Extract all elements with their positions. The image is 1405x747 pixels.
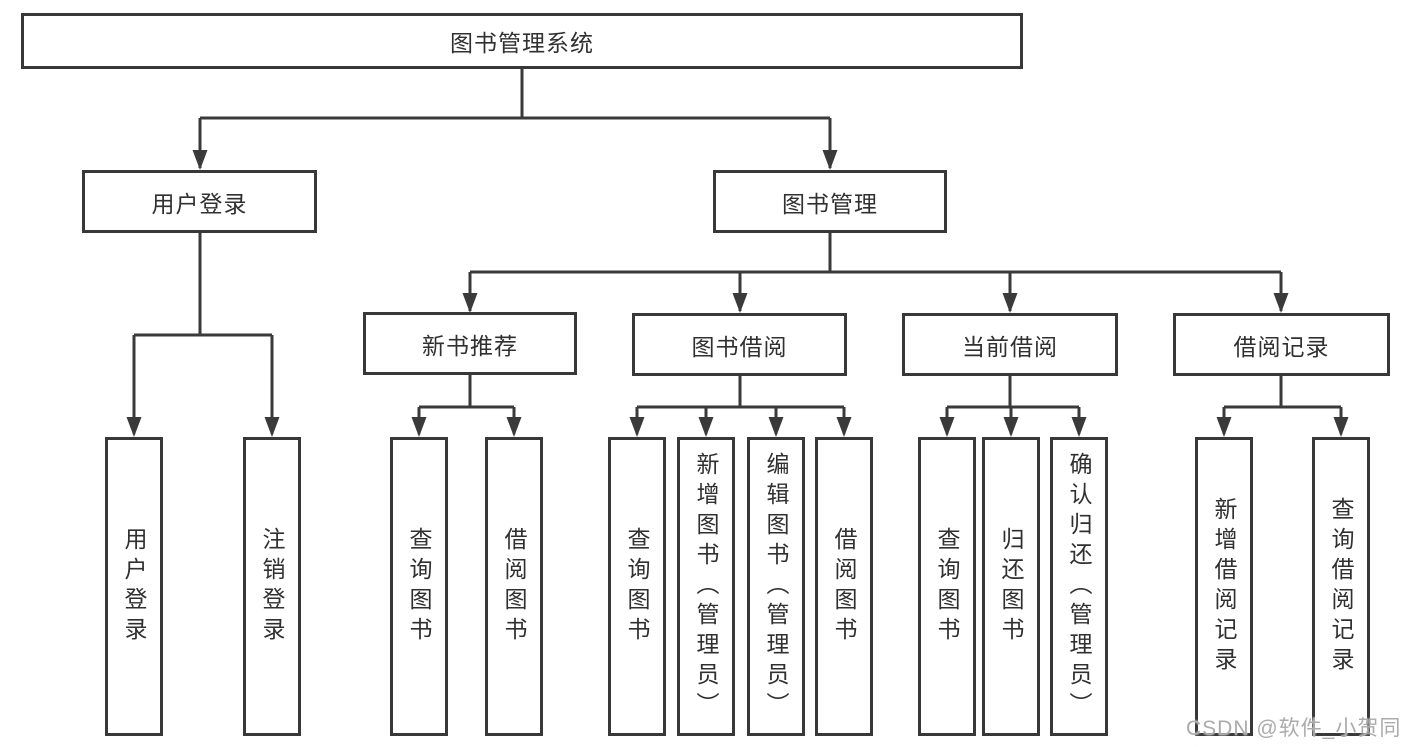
connector-mgmt-to-level3 (468, 233, 1283, 311)
arrow-icon (1003, 417, 1019, 437)
arrow-icon (126, 417, 142, 437)
node-root-system: 图书管理系统 (21, 13, 1023, 69)
node-leaf-cb-return-books: 归还图书 (982, 437, 1040, 736)
node-book-management: 图书管理 (713, 170, 947, 233)
arrow-icon (1216, 417, 1232, 437)
arrow-icon (1333, 417, 1349, 437)
connector-newbooks-to-leaves (417, 375, 516, 434)
node-leaf-nb-borrow-books: 借阅图书 (485, 437, 543, 736)
node-leaf-logout: 注销登录 (243, 437, 301, 736)
node-leaf-bb-borrow-books: 借阅图书 (815, 437, 873, 736)
node-user-login-group: 用户登录 (82, 170, 317, 233)
node-leaf-br-query-record: 查询借阅记录 (1312, 437, 1370, 736)
connector-records-to-leaves (1222, 376, 1343, 434)
arrow-icon (192, 150, 208, 170)
node-leaf-bb-add-books-admin: 新增图书（管理员） (677, 437, 735, 736)
watermark: CSDN @软件_小贺同学 (1186, 717, 1402, 740)
arrow-icon (768, 417, 784, 437)
node-current-borrow: 当前借阅 (902, 313, 1118, 376)
node-book-borrow: 图书借阅 (632, 313, 847, 376)
connector-root-to-level2 (198, 69, 832, 168)
arrow-icon (1071, 417, 1087, 437)
arrow-icon (698, 417, 714, 437)
node-leaf-bb-query-books: 查询图书 (608, 437, 666, 736)
arrow-icon (629, 417, 645, 437)
node-new-book-recommend: 新书推荐 (363, 312, 577, 375)
arrow-icon (264, 417, 280, 437)
arrow-icon (732, 293, 748, 313)
arrow-icon (1002, 293, 1018, 313)
node-leaf-br-add-record: 新增借阅记录 (1195, 437, 1253, 736)
node-leaf-nb-query-books: 查询图书 (390, 437, 448, 736)
node-leaf-cb-query-books: 查询图书 (918, 437, 976, 736)
arrow-icon (939, 417, 955, 437)
arrow-icon (1273, 293, 1289, 313)
connector-borrow-to-leaves (635, 376, 846, 434)
arrow-icon (822, 150, 838, 170)
arrow-icon (462, 293, 478, 313)
node-borrow-records: 借阅记录 (1173, 313, 1390, 376)
connector-login-to-leaves (132, 233, 274, 434)
node-leaf-user-login: 用户登录 (105, 437, 163, 736)
arrowheads (126, 150, 1349, 437)
node-leaf-bb-edit-books-admin: 编辑图书（管理员） (747, 437, 805, 736)
arrow-icon (411, 417, 427, 437)
node-leaf-cb-confirm-return-admin: 确认归还（管理员） (1050, 437, 1108, 736)
arrow-icon (506, 417, 522, 437)
arrow-icon (836, 417, 852, 437)
